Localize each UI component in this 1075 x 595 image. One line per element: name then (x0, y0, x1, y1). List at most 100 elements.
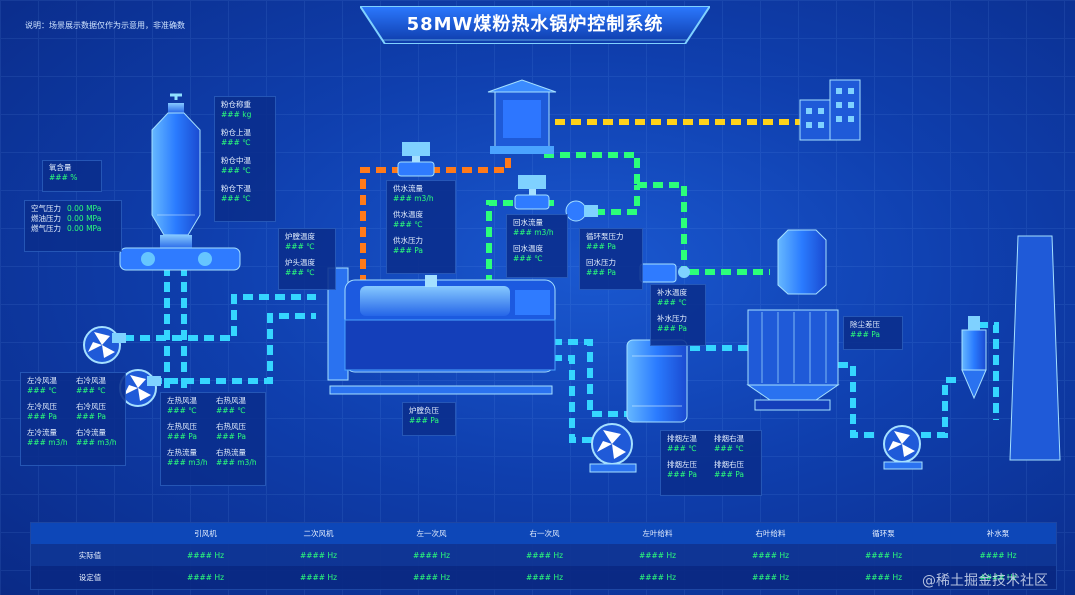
exhaust-left-temp-label: 排烟左温 (667, 434, 697, 443)
furnace-temp-panel: 炉膛温度 ### ℃ 炉头温度 ### ℃ (278, 228, 336, 290)
table-header-cell: 右一次风 (529, 529, 560, 538)
right-cold-flow-label: 右冷流量 (76, 428, 106, 437)
left-hot-temp-value: ### ℃ (167, 406, 197, 415)
supply-temp-value: ### ℃ (393, 220, 423, 229)
right-cold-flow-value: ### m3/h (76, 438, 117, 447)
oxygen-label: 氧含量 (49, 163, 72, 172)
air-pressure-value: 0.00 MPa (67, 204, 102, 213)
supply-flowmeter (397, 142, 435, 177)
right-hot-flow-value: ### m3/h (216, 458, 257, 467)
frequency-table: 引风机 二次风机 左一次风 右一次风 左叶给料 右叶给料 循环泵 补水泵 实际值… (30, 522, 1057, 590)
primary-air-pipe (124, 294, 316, 341)
furnace-pressure-value: ### Pa (409, 416, 440, 425)
silo-weight-label: 粉仓称重 (221, 100, 251, 109)
dust-pressure-panel: 除尘差压 ### Pa (843, 316, 903, 350)
table-header-cell: 循环泵 (872, 529, 895, 538)
boiler (327, 267, 556, 395)
table-cell: #### Hz (299, 550, 338, 560)
left-hot-flow-value: ### m3/h (167, 458, 208, 467)
dust-pressure-label: 除尘差压 (850, 320, 880, 329)
coal-silo (119, 93, 241, 271)
table-header-cell: 引风机 (194, 529, 217, 538)
cyclone (961, 316, 987, 400)
return-flowmeter (514, 175, 550, 210)
makeup-temp-label: 补水温度 (657, 288, 687, 297)
return-flow-value: ### m3/h (513, 228, 554, 237)
circ-pump-pressure-label: 循环泵压力 (586, 232, 624, 241)
left-cold-flow-value: ### m3/h (27, 438, 68, 447)
air-pressure-label: 空气压力 (31, 204, 61, 213)
table-cell: #### Hz (979, 550, 1017, 560)
supply-pressure-label: 供水压力 (393, 236, 423, 245)
supply-flow-label: 供水流量 (393, 184, 423, 193)
silo-mid-temp-value: ### ℃ (221, 166, 251, 175)
table-cell: #### Hz (638, 572, 677, 582)
makeup-pressure-value: ### Pa (657, 324, 688, 333)
left-cold-temp-label: 左冷风温 (27, 376, 57, 385)
makeup-temp-value: ### ℃ (657, 298, 687, 307)
makeup-pump (639, 263, 690, 283)
silo-top-temp-value: ### ℃ (221, 138, 251, 147)
pump-pressure-panel: 循环泵压力 ### Pa 回水压力 ### Pa (579, 228, 643, 290)
return-flow-label: 回水流量 (513, 218, 543, 227)
exhaust-left-pressure-label: 排烟左压 (667, 460, 697, 469)
left-cold-flow-label: 左冷流量 (27, 428, 57, 437)
table-cell: #### Hz (299, 572, 338, 582)
exhaust-right-temp-value: ### ℃ (714, 444, 744, 453)
circ-pump-pressure-value: ### Pa (586, 242, 617, 251)
row-label-setpoint: 设定值 (78, 572, 102, 582)
flue-gas-pipe (552, 322, 999, 438)
building (799, 79, 861, 141)
fan-induced (589, 423, 637, 473)
right-cold-pressure-value: ### Pa (76, 412, 107, 421)
silo-top-temp-label: 粉仓上温 (221, 128, 251, 137)
gas-pressure-value: 0.00 MPa (67, 224, 102, 233)
cold-air-panel: 左冷风温 ### ℃ 左冷风压 ### Pa 左冷流量 ### m3/h 右冷风… (20, 372, 126, 466)
table-header-cell: 左叶给料 (642, 529, 673, 538)
left-hot-flow-label: 左热流量 (167, 448, 197, 457)
water-treatment-tank (777, 229, 827, 295)
left-hot-temp-label: 左热风温 (167, 396, 197, 405)
right-hot-pressure-value: ### Pa (216, 432, 247, 441)
supply-temp-label: 供水温度 (393, 210, 423, 219)
table-cell: #### Hz (979, 572, 1017, 582)
supply-flow-value: ### m3/h (393, 194, 434, 203)
return-pipe (486, 152, 770, 285)
burner-temp-value: ### ℃ (285, 268, 315, 277)
watermark: @稀土掘金技术社区 (922, 573, 1048, 589)
table-cell: #### Hz (864, 550, 903, 560)
table-cell: #### Hz (186, 572, 225, 582)
desulfurization-tank (626, 339, 688, 423)
dust-collector (746, 309, 840, 411)
right-cold-pressure-label: 右冷风压 (76, 402, 106, 411)
right-hot-flow-label: 右热流量 (216, 448, 246, 457)
right-hot-temp-value: ### ℃ (216, 406, 246, 415)
furnace-temp-value: ### ℃ (285, 242, 315, 251)
silo-panel: 粉仓称重 ### kg 粉仓上温 ### ℃ 粉仓中温 ### ℃ 粉仓下温 #… (214, 96, 276, 222)
dust-pressure-value: ### Pa (850, 330, 881, 339)
silo-weight-value: ### kg (221, 110, 252, 119)
silo-mid-temp-label: 粉仓中温 (221, 156, 251, 165)
table-cell: #### Hz (525, 572, 564, 582)
silo-bottom-temp-label: 粉仓下温 (221, 184, 251, 193)
page-title: 58MW煤粉热水锅炉控制系统 (406, 14, 664, 35)
chimney (1009, 235, 1061, 461)
silo-bottom-temp-value: ### ℃ (221, 194, 251, 203)
exhaust-right-pressure-value: ### Pa (714, 470, 745, 479)
table-header-cell: 补水泵 (986, 529, 1010, 538)
right-hot-pressure-label: 右热风压 (216, 422, 246, 431)
burner-temp-label: 炉头温度 (285, 258, 315, 267)
secondary-air-pipe (152, 313, 316, 384)
makeup-panel: 补水温度 ### ℃ 补水压力 ### Pa (650, 284, 706, 346)
return-pressure-value: ### Pa (586, 268, 617, 277)
fan-exhaust (883, 425, 923, 470)
table-cell: #### Hz (412, 550, 451, 560)
return-temp-label: 回水温度 (513, 244, 543, 253)
left-cold-pressure-label: 左冷风压 (27, 402, 57, 411)
supply-pipe (360, 150, 511, 285)
fan-right-cold (119, 369, 161, 407)
left-hot-pressure-value: ### Pa (167, 432, 198, 441)
table-cell: #### Hz (412, 572, 451, 582)
